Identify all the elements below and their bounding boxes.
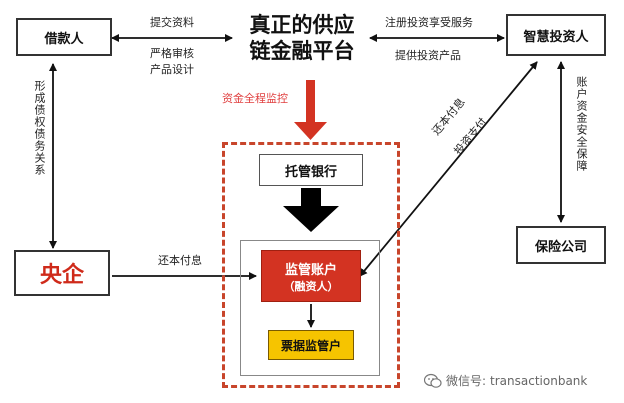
watermark: 微信号:transactionbank (424, 372, 587, 389)
soe-label: 央企 (39, 263, 84, 288)
platform-title-line1: 真正的供应 (249, 13, 355, 37)
label-debt-relation: 形成债权债务关系 (33, 80, 46, 176)
insurance-label: 保险公司 (534, 239, 587, 255)
custodian-bank-node: 托管银行 (259, 154, 363, 186)
platform-title: 真正的供应 链金融平台 (236, 12, 368, 64)
label-product-design: 产品设计 (150, 63, 194, 76)
supervised-account-label: 监管账户 (284, 262, 337, 278)
investor-node: 智慧投资人 (506, 14, 606, 56)
platform-title-line2: 链金融平台 (249, 39, 355, 63)
supervised-account-node: 监管账户 （融资人） (261, 250, 361, 302)
wechat-icon (424, 373, 442, 388)
label-account-security: 账户资金安全保障 (575, 76, 588, 172)
insurance-node: 保险公司 (516, 226, 606, 264)
monitor-arrow-head (294, 122, 327, 140)
watermark-account: transactionbank (490, 373, 588, 388)
soe-node: 央企 (14, 250, 110, 296)
borrower-node: 借款人 (16, 18, 112, 56)
monitoring-frame (222, 142, 400, 388)
bank-arrow-shaft (301, 188, 321, 208)
bill-account-node: 票据监管户 (268, 330, 354, 360)
watermark-prefix: 微信号: (446, 374, 487, 388)
label-strict-review: 严格审核 (150, 47, 194, 60)
label-repay-to-account: 还本付息 (158, 254, 202, 267)
custodian-bank-label: 托管银行 (284, 164, 337, 180)
bank-arrow-head (283, 206, 339, 232)
label-register: 注册投资享受服务 (385, 16, 473, 29)
supervised-account-sub: （融资人） (283, 279, 339, 293)
edge-account-investor (359, 61, 538, 277)
investor-label: 智慧投资人 (523, 29, 589, 45)
label-submit-docs: 提交资料 (150, 16, 194, 29)
bill-account-label: 票据监管户 (280, 338, 341, 353)
account-frame (240, 240, 380, 376)
label-provide-products: 提供投资产品 (395, 49, 461, 62)
borrower-label: 借款人 (44, 31, 84, 47)
label-fund-monitor: 资金全程监控 (222, 92, 288, 105)
monitor-arrow-shaft (306, 80, 315, 130)
